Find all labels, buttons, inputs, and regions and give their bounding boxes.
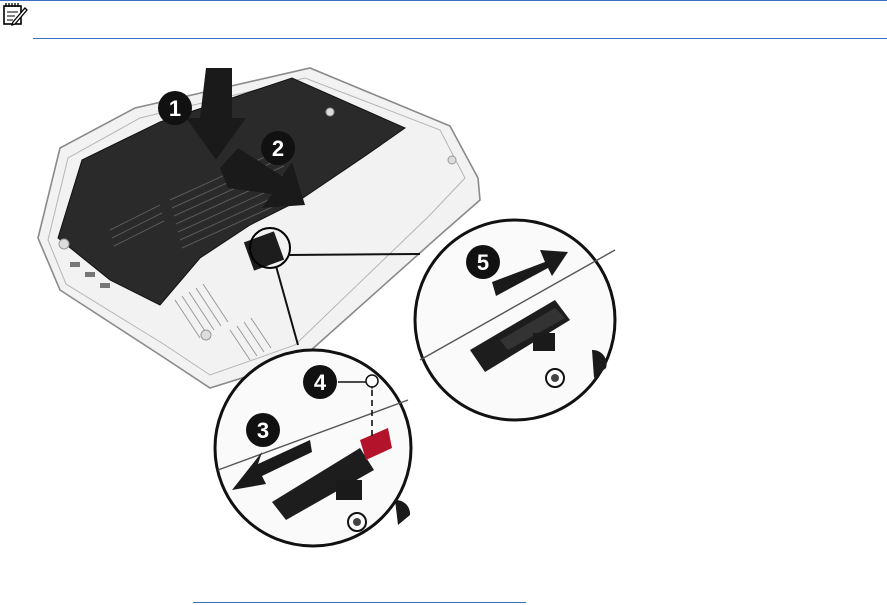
note-rule — [33, 38, 887, 39]
link-underline[interactable] — [193, 602, 526, 603]
svg-text:4: 4 — [314, 370, 327, 395]
service-door-removal-figure: 1 2 5 4 — [25, 55, 640, 555]
laptop-body — [38, 68, 480, 388]
svg-text:5: 5 — [477, 250, 489, 275]
svg-text:3: 3 — [257, 418, 269, 443]
top-rule — [0, 0, 887, 1]
svg-text:1: 1 — [169, 96, 181, 121]
detail-latch-unlock: 4 3 — [215, 350, 411, 546]
note-pencil-icon — [2, 1, 28, 27]
detail-latch-slide: 5 — [415, 220, 615, 420]
svg-text:2: 2 — [272, 136, 284, 161]
